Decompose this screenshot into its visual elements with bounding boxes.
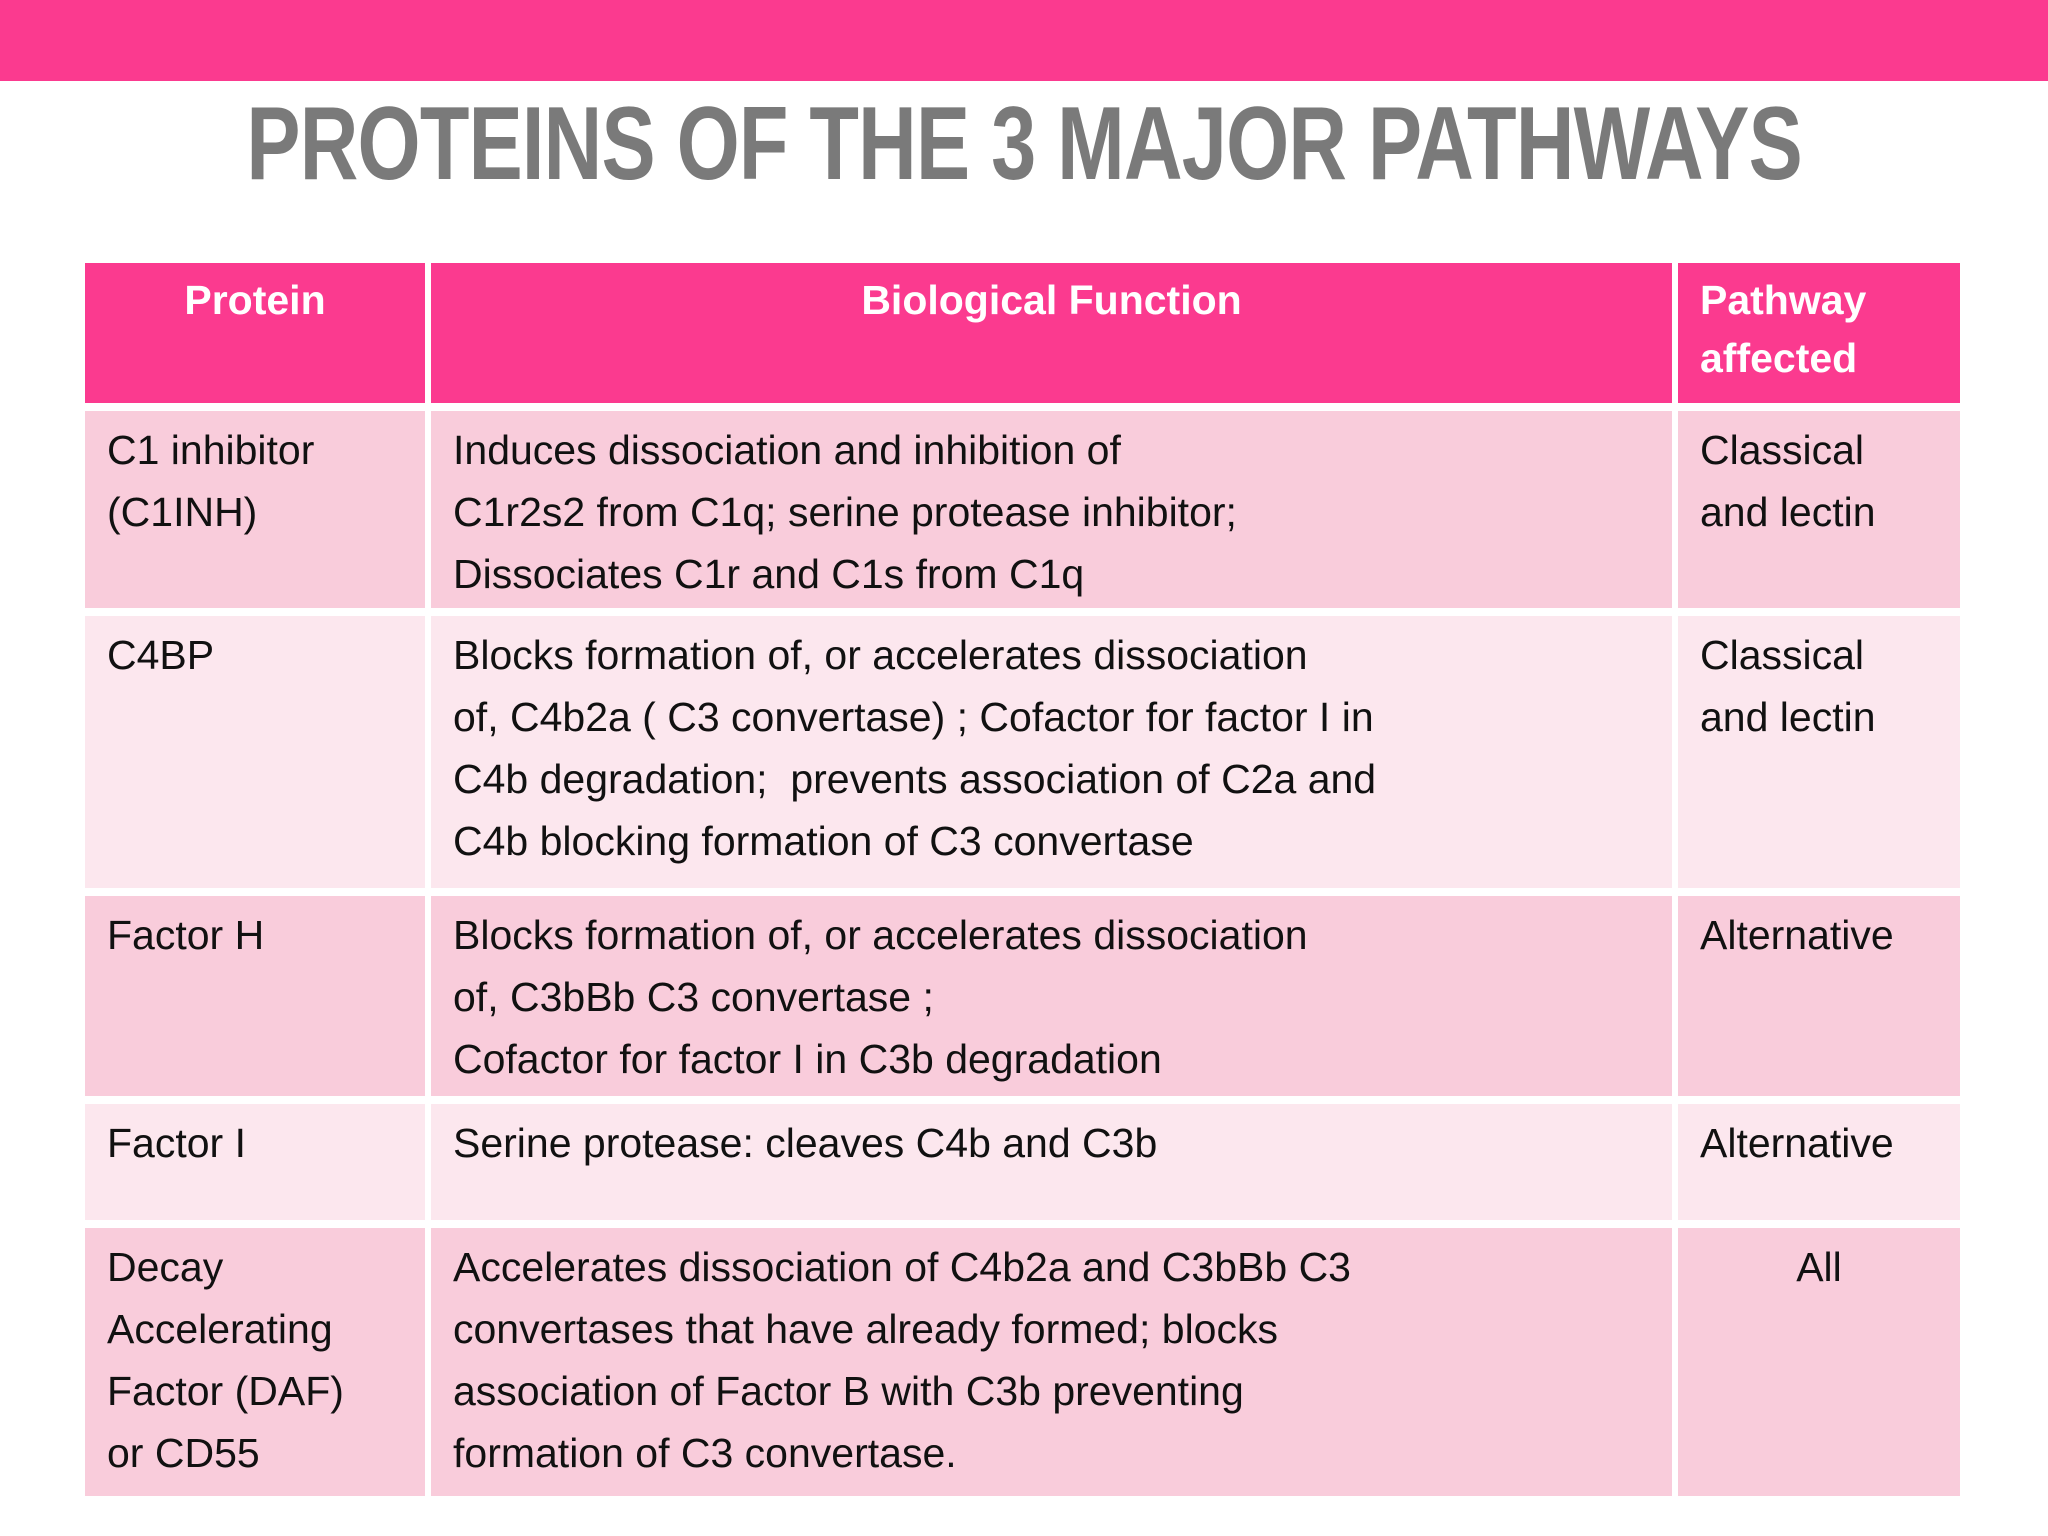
table-row-1-pathway: Classical and lectin (1678, 411, 1960, 608)
table-row-3-function: Blocks formation of, or accelerates diss… (431, 896, 1672, 1096)
column-header-protein: Protein (85, 263, 425, 403)
table-row-1-function: Induces dissociation and inhibition of C… (431, 411, 1672, 608)
pathways-table: Protein Biological Function Pathway affe… (85, 263, 1960, 1496)
page-title: PROTEINS OF THE 3 MAJOR PATHWAYS (0, 92, 2048, 196)
page-title-text: PROTEINS OF THE 3 MAJOR PATHWAYS (246, 86, 1802, 202)
table-row-5-function: Accelerates dissociation of C4b2a and C3… (431, 1228, 1672, 1496)
table-row-5-pathway: All (1678, 1228, 1960, 1496)
table-row-3-pathway: Alternative (1678, 896, 1960, 1096)
top-banner (0, 0, 2048, 81)
table-row-1-protein: C1 inhibitor (C1INH) (85, 411, 425, 608)
column-header-pathway-affected: Pathway affected (1678, 263, 1960, 403)
column-header-biological-function: Biological Function (431, 263, 1672, 403)
table-row-4-pathway: Alternative (1678, 1104, 1960, 1220)
table-row-5-protein: Decay Accelerating Factor (DAF) or CD55 (85, 1228, 425, 1496)
table-row-2-pathway: Classical and lectin (1678, 616, 1960, 888)
table-row-3-protein: Factor H (85, 896, 425, 1096)
table-row-2-protein: C4BP (85, 616, 425, 888)
table-row-4-protein: Factor I (85, 1104, 425, 1220)
table-row-2-function: Blocks formation of, or accelerates diss… (431, 616, 1672, 888)
table-row-4-function: Serine protease: cleaves C4b and C3b (431, 1104, 1672, 1220)
